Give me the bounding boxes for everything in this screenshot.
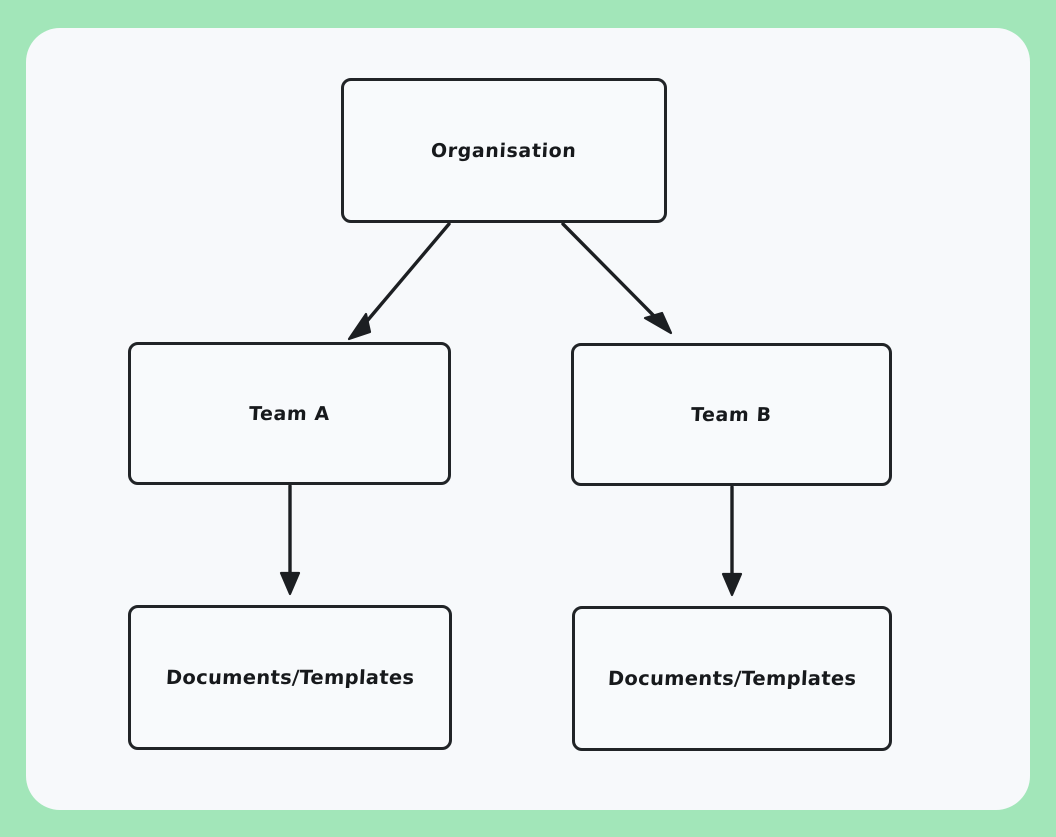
node-team-b[interactable]: Team B [571,343,892,486]
node-documents-templates-a-label: Documents/Templates [165,666,415,689]
node-documents-templates-a[interactable]: Documents/Templates [128,605,452,750]
node-organisation[interactable]: Organisation [341,78,667,223]
node-documents-templates-b-label: Documents/Templates [607,667,857,690]
node-team-a-label: Team A [248,402,331,425]
node-team-b-label: Team B [690,403,773,426]
node-team-a[interactable]: Team A [128,342,451,485]
node-documents-templates-b[interactable]: Documents/Templates [572,606,892,751]
node-organisation-label: Organisation [430,139,578,162]
